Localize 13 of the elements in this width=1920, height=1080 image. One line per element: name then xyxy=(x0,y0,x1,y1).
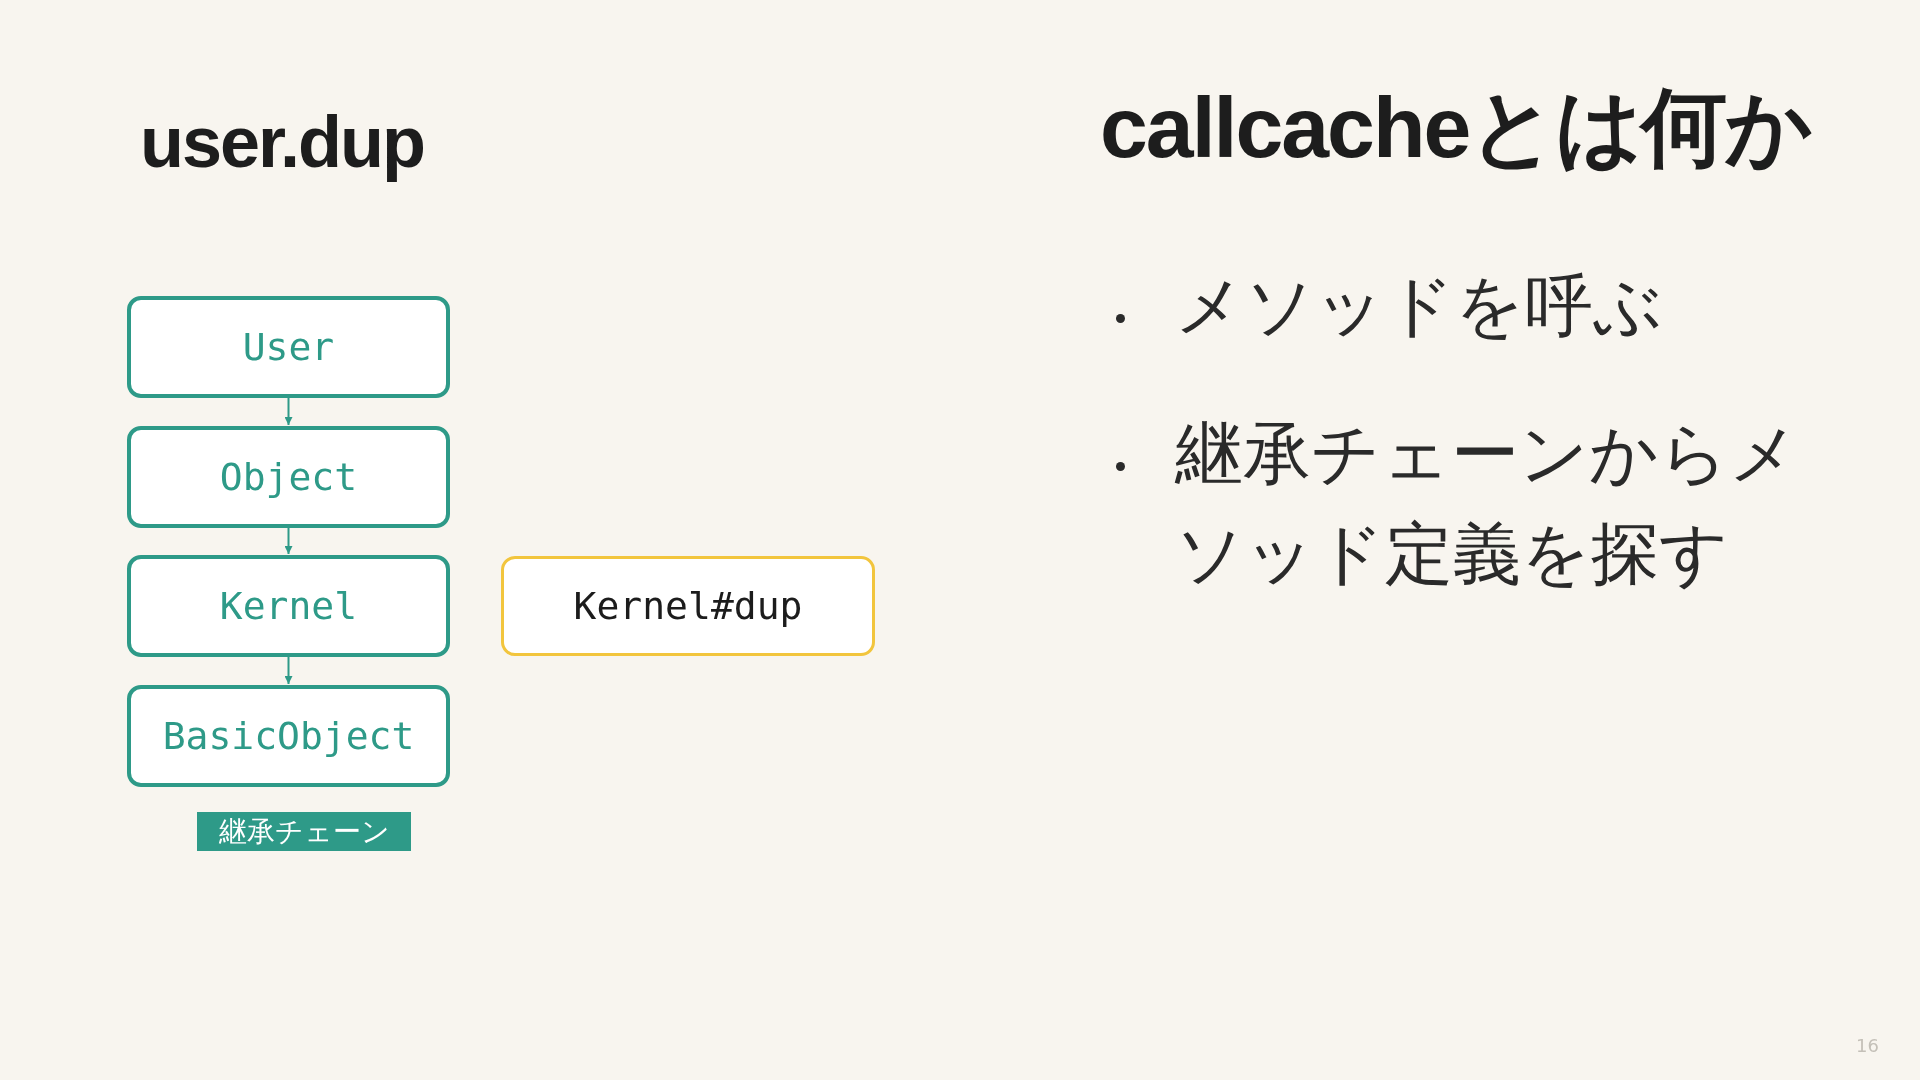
section-heading: user.dup xyxy=(140,101,425,184)
label-tag: 継承チェーン xyxy=(197,812,411,851)
bullet-text: メソッドを呼ぶ xyxy=(1175,265,1664,347)
method-box: Kernel#dup xyxy=(501,556,875,656)
slide-title: callcacheとは何か xyxy=(1100,78,1812,177)
arrow xyxy=(284,527,293,555)
class-box: Object xyxy=(127,426,450,528)
class-box: User xyxy=(127,296,450,398)
arrow xyxy=(284,656,293,685)
class-box: Kernel xyxy=(127,555,450,657)
arrow xyxy=(284,397,293,426)
bullet-text: 継承チェーンからメソッド定義を探す xyxy=(1175,413,1800,595)
class-box: BasicObject xyxy=(127,685,450,787)
